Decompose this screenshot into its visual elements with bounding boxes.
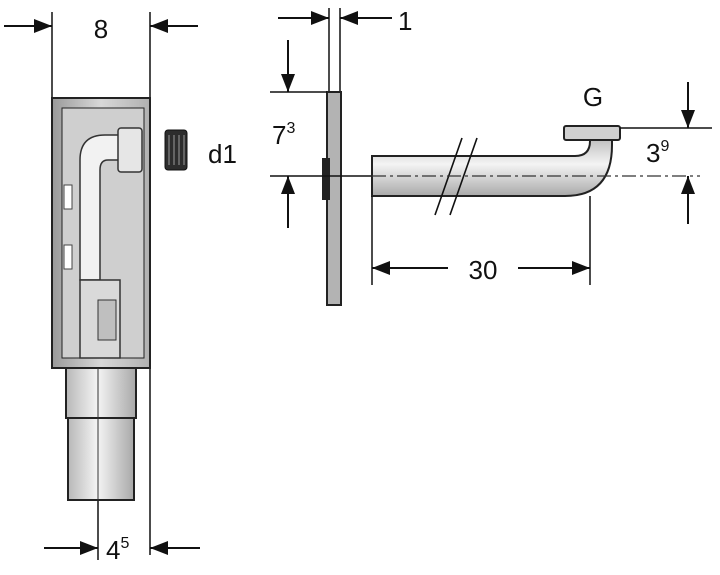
dimension-plate-offset [270, 40, 372, 228]
dimension-pipe-length [371, 196, 591, 285]
d1-connector [164, 129, 188, 171]
label-thread: G [583, 82, 603, 112]
box-slot-upper [63, 184, 73, 210]
dimension-width-top [4, 19, 198, 33]
outlet-sleeve [65, 367, 137, 419]
plate-boss [322, 158, 330, 200]
thread-flange [563, 125, 621, 141]
box-connector-nut [117, 127, 143, 173]
label-plate-thickness: 1 [398, 6, 412, 36]
dimension-width-bottom [44, 541, 200, 555]
dimension-plate-thickness [278, 11, 392, 25]
siphon-box-view: d1 8 45 [4, 12, 237, 565]
pipe-bend [371, 137, 613, 197]
label-pipe-length: 30 [469, 255, 498, 285]
dimension-outlet-height [620, 82, 712, 224]
label-width-bottom: 45 [106, 535, 129, 565]
label-width-top: 8 [94, 14, 108, 44]
pipe-bend-view: G 39 30 [371, 82, 712, 285]
box-slot-lower [63, 244, 73, 270]
label-d1: d1 [208, 139, 237, 169]
outlet-spigot [67, 417, 135, 501]
label-plate-offset: 73 [272, 120, 295, 150]
label-outlet-height: 39 [646, 138, 669, 168]
trap-lower-insert [97, 299, 117, 341]
d1-connector-ribs [168, 135, 185, 165]
wall-plate-view: 1 73 [270, 6, 412, 306]
